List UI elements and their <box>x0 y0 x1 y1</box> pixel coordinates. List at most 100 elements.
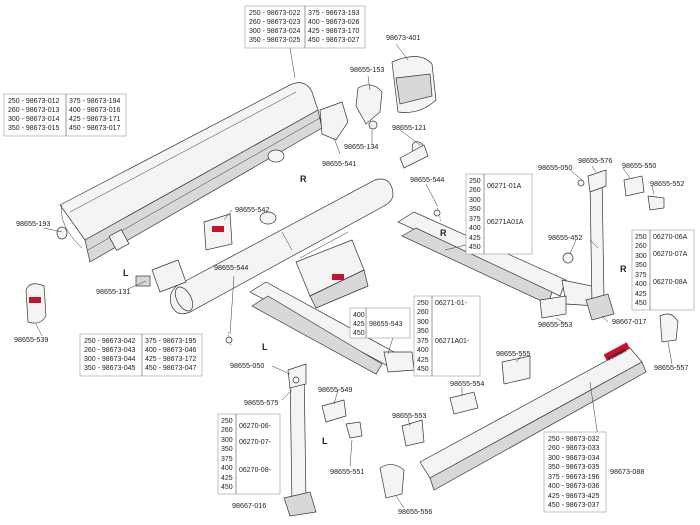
label-98655-554: 98655-554 <box>450 379 484 388</box>
label-98655-539: 98655-539 <box>14 335 48 344</box>
label-98655-121: 98655-121 <box>392 123 426 132</box>
table-cell: 300 <box>469 197 481 204</box>
table-cell: 375 - 98673-196 <box>548 474 599 481</box>
table-cell: 450 <box>469 244 481 251</box>
table-cell: 250 <box>221 418 233 425</box>
label-98655-544-top: 98655-544 <box>410 175 444 184</box>
table-cell: 260 <box>635 243 647 250</box>
end-cap-top <box>319 56 437 141</box>
table-cell: 250 <box>417 300 429 307</box>
table-cell: 400 - 98673-046 <box>145 347 196 354</box>
table-cell: 450 <box>417 366 429 373</box>
leader-lines <box>35 43 673 509</box>
table-cell: 425 <box>221 475 233 482</box>
small-hardware <box>225 175 665 447</box>
table-cell: 350 <box>221 446 233 453</box>
table-cell: 06271A01A <box>487 219 524 226</box>
table-cell: 250 - 98673-042 <box>84 338 135 345</box>
table-arm-right: 250 260 300 350 375 400 425 450 06271-01… <box>465 173 533 255</box>
side-marker-r-leg: R <box>620 264 627 274</box>
table-cell: 06271-01- <box>435 300 468 307</box>
table-cell: 450 - 98673-037 <box>548 502 599 509</box>
arm-left <box>249 281 415 375</box>
table-cell: 400 - 98673-036 <box>548 483 599 490</box>
table-cell: 250 <box>469 178 481 185</box>
table-left-case: 250 - 98673-012 260 - 98673-013 300 - 98… <box>3 93 127 137</box>
drive-unit <box>135 259 187 293</box>
label-98673-088: 98673-088 <box>610 467 644 476</box>
table-lead-bar: 250 - 98673-032 260 - 98673-033 300 - 98… <box>543 431 607 513</box>
bracket-542 <box>203 213 233 251</box>
side-marker-r-case: R <box>300 174 307 184</box>
table-leg-left: 250 260 300 350 375 400 425 450 06270-06… <box>217 413 281 495</box>
table-cell: 400 <box>417 347 429 354</box>
label-98667-016: 98667-016 <box>232 501 266 510</box>
leg-right <box>585 169 615 321</box>
table-cell: 425 - 98673-170 <box>308 28 359 35</box>
table-arm-left: 250 260 300 350 375 400 425 450 06271-01… <box>413 295 481 377</box>
table-cell: 350 - 98673-025 <box>249 37 300 44</box>
table-cell: 375 <box>221 456 233 463</box>
table-cell: 250 <box>635 234 647 241</box>
table-cell: 375 - 98673-193 <box>308 10 359 17</box>
table-cell: 300 <box>635 253 647 260</box>
label-98655-549: 98655-549 <box>318 385 352 394</box>
table-cell: 98655-543 <box>369 321 403 328</box>
table-cell: 425 - 98673-172 <box>145 356 196 363</box>
table-cell: 260 <box>417 309 429 316</box>
table-cell: 06270-07A <box>653 251 688 258</box>
leg-left <box>283 363 317 517</box>
table-cell: 450 <box>353 330 365 337</box>
lead-bar <box>379 313 679 499</box>
label-98655-544-bottom: 98655-544 <box>214 263 248 272</box>
label-98655-550: 98655-550 <box>622 161 656 170</box>
side-marker-l-arm: L <box>262 342 268 352</box>
table-cell: 06270-06A <box>653 234 688 241</box>
awning-case <box>59 82 323 263</box>
table-cell: 400 - 98673-016 <box>69 107 120 114</box>
label-98655-131: 98655-131 <box>96 287 130 296</box>
roller-tube <box>169 141 429 315</box>
table-cell: 260 - 98673-023 <box>249 19 300 26</box>
table-top-case: 250 - 98673-022 260 - 98673-023 300 - 98… <box>244 5 366 49</box>
label-98655-556: 98655-556 <box>398 507 432 516</box>
label-98655-555: 98655-555 <box>496 349 530 358</box>
label-98655-452: 98655-452 <box>548 233 582 242</box>
table-cell: 450 - 98673-017 <box>69 125 120 132</box>
table-cell: 06270-06- <box>239 423 272 430</box>
label-98655-552: 98655-552 <box>650 179 684 188</box>
table-cell: 300 <box>221 437 233 444</box>
table-cell: 300 - 98673-034 <box>548 455 599 462</box>
table-cell: 350 - 98673-045 <box>84 365 135 372</box>
bracket-543 <box>295 231 369 309</box>
table-cell: 375 <box>469 216 481 223</box>
label-98655-541: 98655-541 <box>322 159 356 168</box>
label-98655-050-right: 98655-050 <box>538 163 572 172</box>
label-98655-551: 98655-551 <box>330 467 364 476</box>
table-cell: 250 - 98673-012 <box>8 98 59 105</box>
table-cell: 350 - 98673-015 <box>8 125 59 132</box>
table-cell: 350 <box>417 328 429 335</box>
table-cell: 425 - 98673-425 <box>548 493 599 500</box>
label-98655-576: 98655-576 <box>578 156 612 165</box>
label-98655-553-right: 98655-553 <box>538 320 572 329</box>
label-98655-557: 98655-557 <box>654 363 688 372</box>
table-cell: 260 <box>221 427 233 434</box>
label-98655-542: 98655-542 <box>235 205 269 214</box>
table-cell: 300 <box>417 319 429 326</box>
label-98655-193: 98655-193 <box>16 219 50 228</box>
table-cell: 350 <box>469 206 481 213</box>
table-cell: 06271-01A <box>487 183 522 190</box>
table-cell: 250 - 98673-032 <box>548 436 599 443</box>
table-cell: 425 <box>469 235 481 242</box>
end-cap-left <box>25 149 285 324</box>
table-cell: 300 - 98673-024 <box>249 28 300 35</box>
table-cell: 425 - 98673-171 <box>69 116 120 123</box>
table-cell: 260 - 98673-033 <box>548 445 599 452</box>
part-number-labels: 98673-401 98655-153 98655-121 98655-134 … <box>14 33 688 516</box>
side-marker-l-leg: L <box>322 436 328 446</box>
table-roller-tube: 250 - 98673-042 260 - 98673-043 300 - 98… <box>79 333 203 377</box>
table-cell: 425 <box>635 291 647 298</box>
table-cell: 375 <box>635 272 647 279</box>
label-98655-134: 98655-134 <box>344 142 378 151</box>
